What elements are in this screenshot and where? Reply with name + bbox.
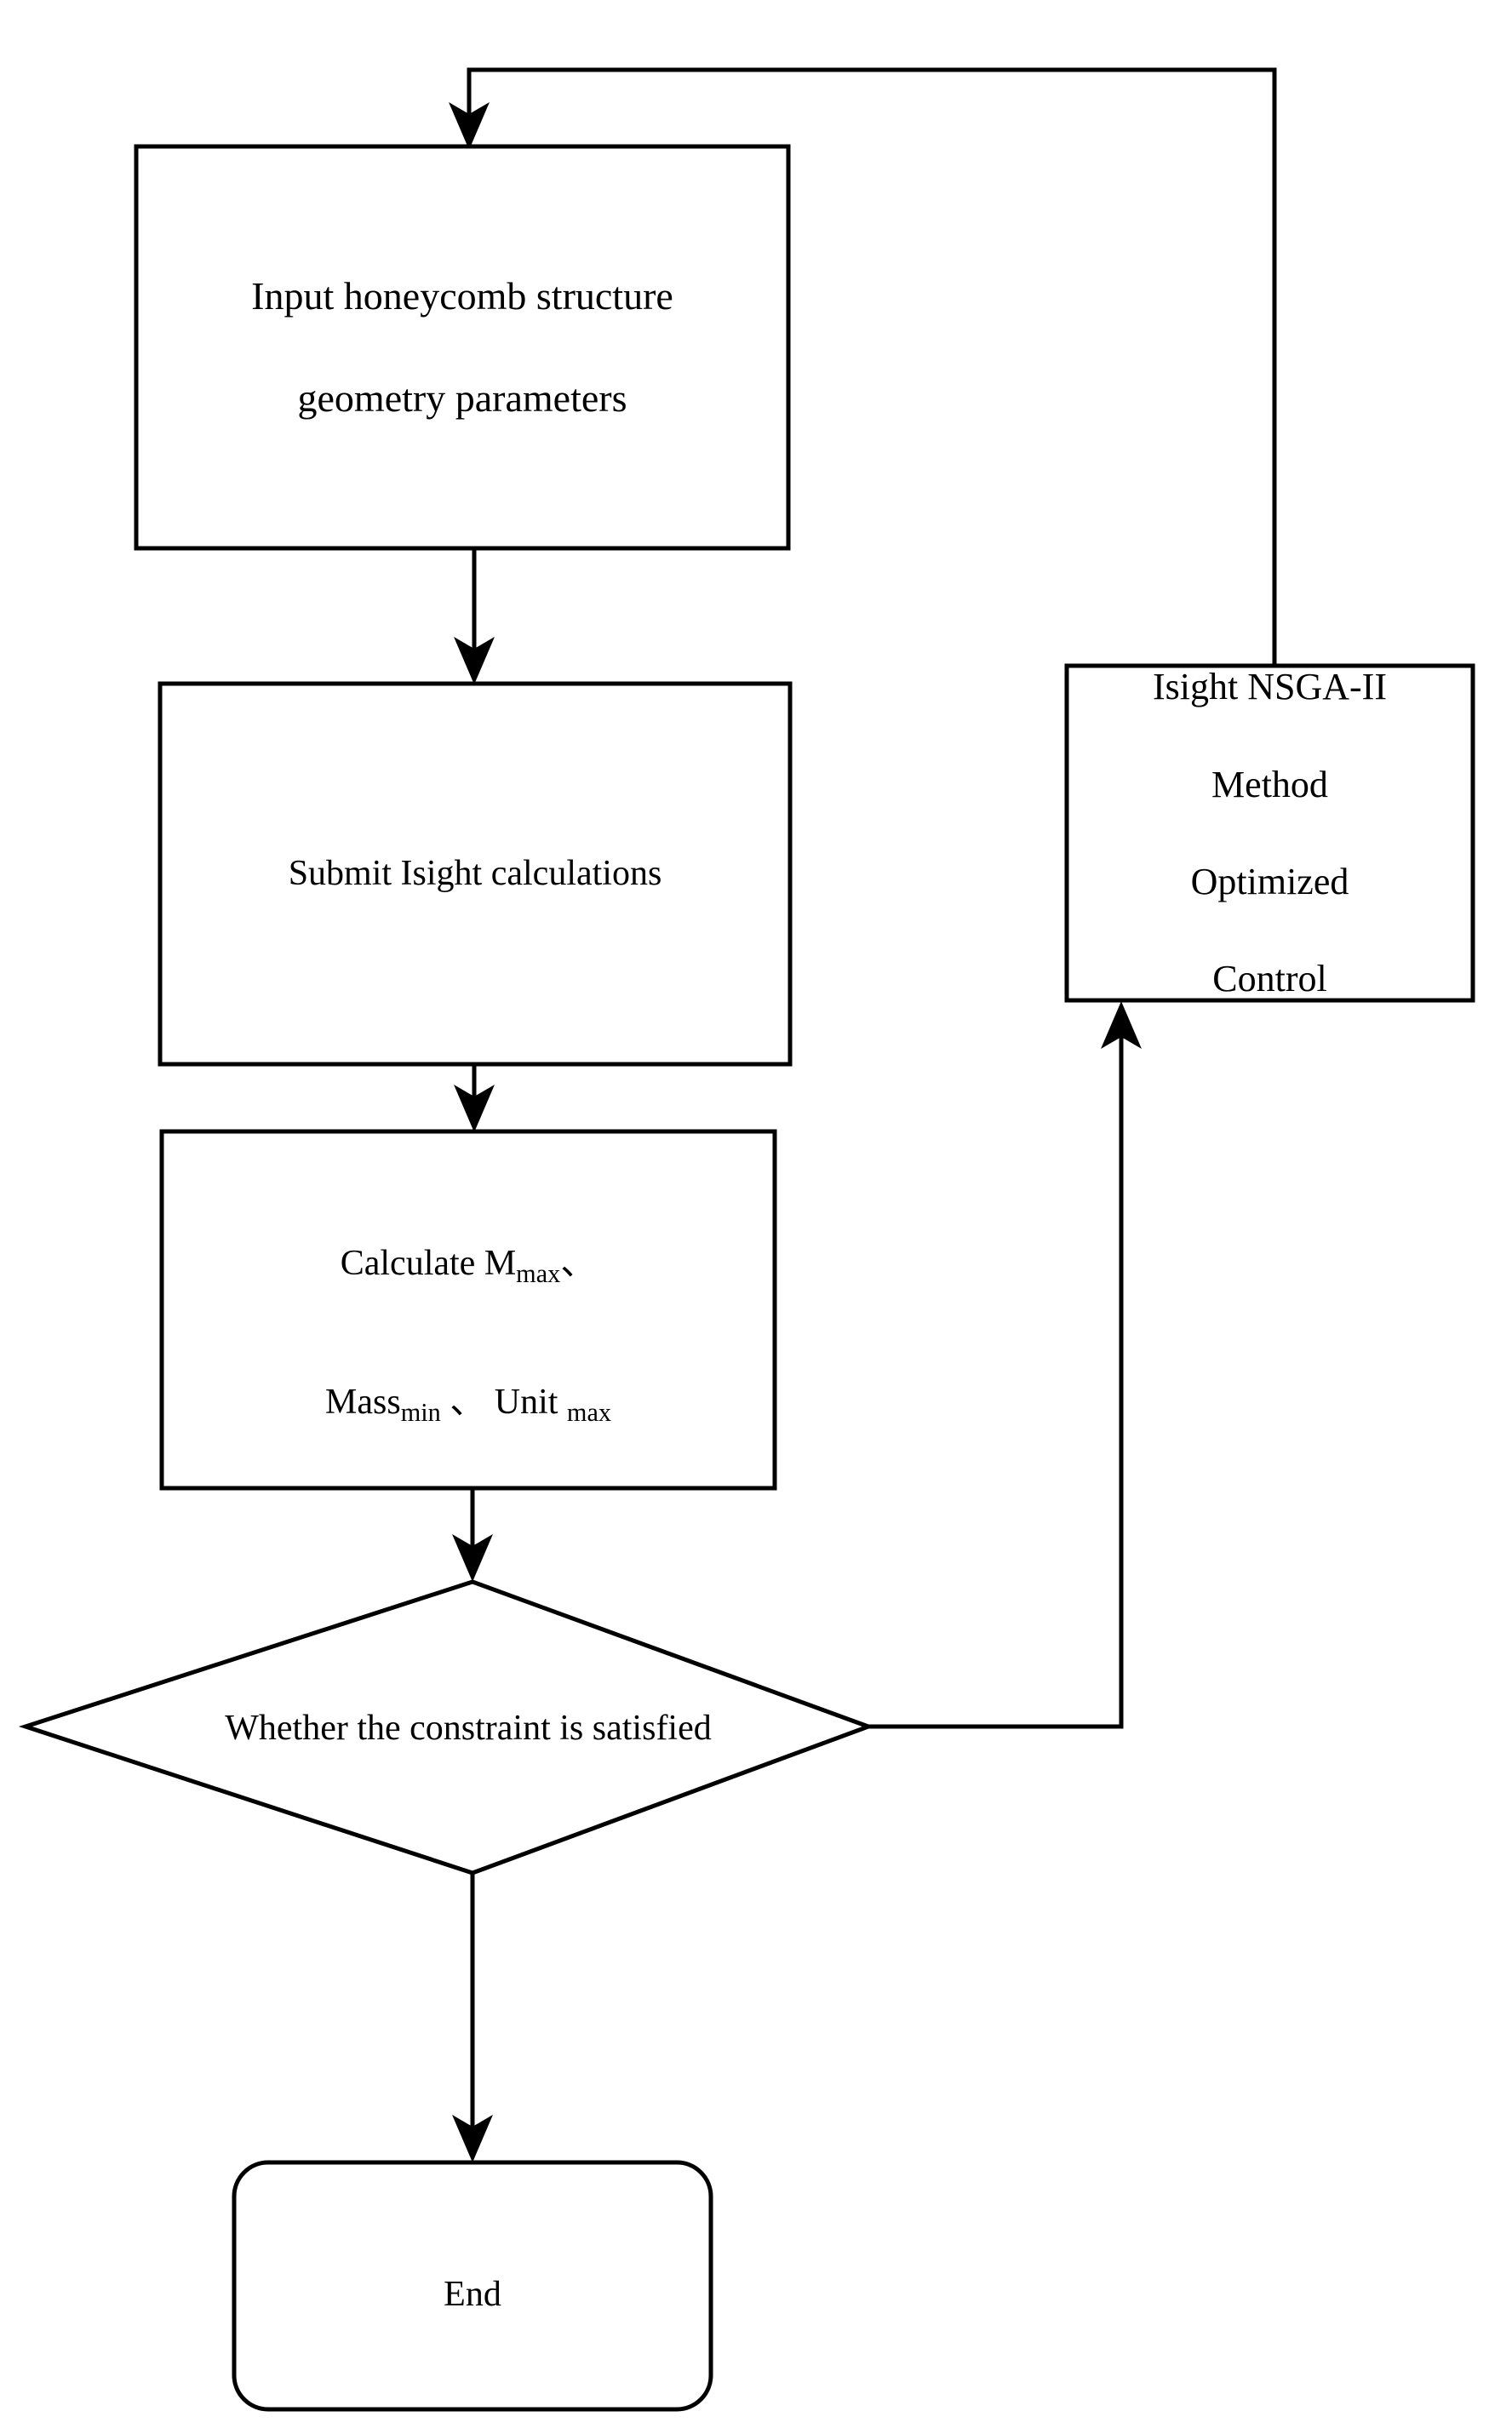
- connector-calculate-to-decision: [452, 1488, 493, 1582]
- connector-input-to-submit: [454, 547, 495, 684]
- arrow-head-up-into-optimize: [1101, 1001, 1142, 1049]
- arrow-head-down-into-input: [449, 102, 490, 150]
- node-optimize-shape[interactable]: [1064, 663, 1475, 1003]
- arrow-head-down-into-submit: [454, 637, 495, 684]
- node-submit-shape[interactable]: [158, 681, 793, 1067]
- connector-decision-to-end: [452, 1873, 493, 2162]
- connector-submit-to-calculate: [454, 1064, 495, 1132]
- connector-decision-to-optimize: [868, 1001, 1142, 1729]
- arrow-head-down-into-end: [452, 2115, 493, 2162]
- arrow-head-down-into-decision: [452, 1534, 493, 1582]
- node-decision-shape[interactable]: [18, 1579, 875, 1876]
- connector-optimize-to-input: [449, 67, 1277, 666]
- node-end-shape[interactable]: [232, 2160, 713, 2412]
- node-calculate-shape[interactable]: [159, 1129, 777, 1491]
- node-input-shape[interactable]: [134, 144, 791, 551]
- arrow-head-down-into-calculate: [454, 1085, 495, 1132]
